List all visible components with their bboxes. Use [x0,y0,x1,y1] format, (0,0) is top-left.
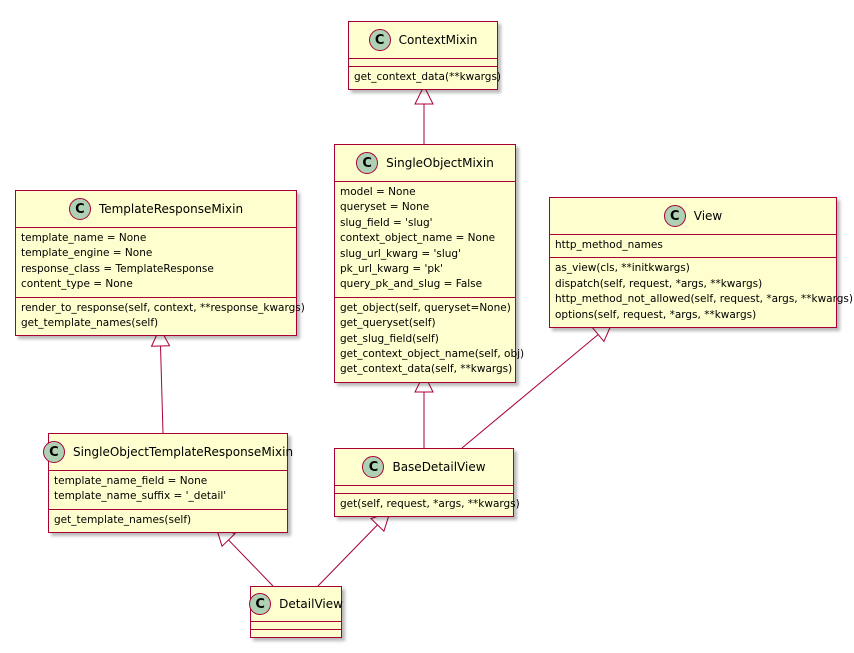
class-box-template-response-mixin: C TemplateResponseMixin template_name = No… [15,190,305,337]
class-attributes [349,58,497,66]
class-name: SingleObjectMixin [386,156,494,170]
class-attributes: template_name_field = None template_name_… [49,470,287,509]
class-stereotype-icon: C [42,441,65,463]
class-methods: get_template_names(self) [49,508,287,532]
class-stereotype-icon: C [362,456,385,478]
class-attribute: context_object_name = None [340,232,496,245]
inheritance-arrowhead [150,326,171,347]
class-method: render_to_response(self, context, **resp… [21,301,305,314]
class-stereotype-icon: C [368,29,391,51]
class-attributes: model = None queryset = None slug_field = … [335,181,515,297]
inheritance-edge [461,334,599,449]
class-method: get_template_names(self) [21,317,159,330]
class-stereotype-icon: C [663,205,686,227]
class-name: ContextMixin [398,33,478,47]
class-attribute: slug_field = 'slug' [340,216,433,229]
class-box-single-object-mixin: C SingleObjectMixin model = None queryset =… [334,144,525,383]
class-header: C SingleObjectMixin [335,145,515,181]
class-methods: get(self, request, *args, **kwargs) [335,493,520,516]
class-attribute: template_name_field = None [54,475,208,487]
class-method: http_method_not_allowed(self, request, *… [555,293,853,306]
class-box-single-object-template-response-mixin: C SingleObjectTemplateResponseMixin templa… [42,433,293,534]
class-method: get(self, request, *args, **kwargs) [340,498,520,510]
class-header: C DetailView [249,587,343,621]
class-header: C BaseDetailView [335,449,513,485]
class-attributes: http_method_names [550,234,836,257]
class-header: C SingleObjectTemplateResponseMixin [42,434,293,470]
class-method: get_context_data(self, **kwargs) [340,363,513,376]
class-methods: get_object(self, queryset=None) get_query… [335,296,525,382]
class-methods: render_to_response(self, context, **resp… [16,296,305,336]
class-name: BaseDetailView [392,460,486,474]
class-method: get_context_data(**kwargs) [354,71,502,83]
inheritance-arrowhead [414,372,434,393]
class-name: View [693,209,723,223]
class-box-base-detail-view: C BaseDetailView get(self, request, *args,… [334,448,520,518]
class-methods: as_view(cls, **initkwargs) dispatch(self,… [550,257,853,327]
class-header: C TemplateResponseMixin [16,191,296,227]
class-methods: get_context_data(**kwargs) [349,66,502,89]
inheritance-edge [228,539,274,587]
class-method: get_object(self, queryset=None) [340,301,511,314]
class-box-context-mixin: C ContextMixin get_context_data(**kwargs) [348,21,502,91]
class-attribute: content_type = None [21,278,133,291]
class-method: get_queryset(self) [340,317,436,330]
class-name: TemplateResponseMixin [98,202,244,216]
class-method: dispatch(self, request, *args, **kwargs) [555,277,763,290]
inheritance-arrowhead [414,84,434,105]
class-attributes [335,485,513,493]
class-attributes: template_name = None template_engine = No… [16,227,296,297]
class-box-view: C View http_method_names as_view(cls, **ini… [549,197,853,329]
class-attribute: template_name_suffix = '_detail' [54,490,227,503]
class-methods [251,629,341,637]
class-attribute: queryset = None [340,201,430,214]
class-stereotype-icon: C [68,198,91,220]
class-attributes [251,621,341,629]
class-method: as_view(cls, **initkwargs) [555,262,690,275]
class-attribute: model = None [340,186,416,198]
class-method: options(self, request, *args, **kwargs) [555,308,757,321]
class-attribute: pk_url_kwarg = 'pk' [340,263,444,276]
class-method: get_slug_field(self) [340,332,439,345]
class-attribute: query_pk_and_slug = False [340,278,483,291]
class-attribute: slug_url_kwarg = 'slug' [340,247,461,260]
class-name: SingleObjectTemplateResponseMixin [72,445,294,459]
class-attribute: template_name = None [21,232,147,244]
class-header: C View [550,198,836,234]
class-name: DetailView [279,597,343,611]
class-attribute: http_method_names [555,239,663,251]
class-attribute: response_class = TemplateResponse [21,262,214,275]
inheritance-edge [317,524,378,587]
class-method: get_context_object_name(self, obj) [340,348,525,361]
class-attribute: template_engine = None [21,247,153,260]
class-stereotype-icon: C [249,593,272,615]
class-stereotype-icon: C [356,152,379,174]
inheritance-edge [160,345,164,434]
class-method: get_template_names(self) [54,513,192,526]
class-header: C ContextMixin [349,22,497,58]
class-box-detail-view: C DetailView [249,586,343,638]
